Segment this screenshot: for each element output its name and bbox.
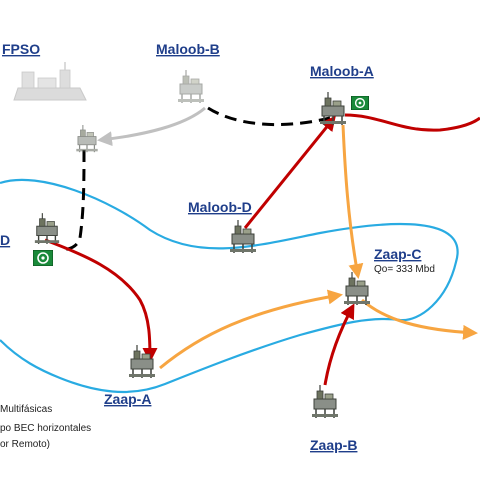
boundary-curve [0,178,459,394]
orange-flow-maloob-a-to-zaap-c [341,124,364,279]
d-label: D [0,232,10,248]
zaap-b-platform [311,385,339,419]
fpso-junction-platform [75,125,99,153]
zaap-c-flow-rate: Qo= 333 Mbd [374,264,435,275]
orange-flow-zaap-c-right [361,298,478,340]
legend-line-3: or Remoto) [0,439,50,450]
orange-flow-zaap-a-to-zaap-c [159,289,343,370]
red-flow-maloobd-to-maloob-a [243,115,336,229]
dashed-flow-line-left [59,149,86,252]
maloob-b-platform [177,70,205,104]
legend-line-1: Multifásicas [0,404,52,415]
dashed-flow-line-top [207,106,331,127]
maloob-a-label: Maloob-A [310,63,374,79]
red-flow-maloob-a-right [344,113,480,132]
legend-line-2: po BEC horizontales [0,423,91,434]
fpso-label: FPSO [2,41,40,57]
maloob-a-platform [319,92,347,126]
d-platform [34,212,60,245]
red-flow-d-to-zaap-a [44,238,158,363]
maloob-a-pump-badge [351,96,369,110]
maloob-b-label: Maloob-B [156,41,220,57]
d-pump-badge [33,250,53,266]
zaap-c-label: Zaap-C [374,246,421,262]
maloob-d-label: Maloob-D [188,199,252,215]
maloob-d-platform [229,220,257,254]
zaap-a-label: Zaap-A [104,391,151,407]
fpso-vessel [13,62,87,101]
gray-flow-line [97,106,206,147]
red-flow-zaap-b-to-zaap-c [323,303,355,386]
zaap-c-platform [343,272,371,306]
zaap-b-label: Zaap-B [310,437,357,453]
